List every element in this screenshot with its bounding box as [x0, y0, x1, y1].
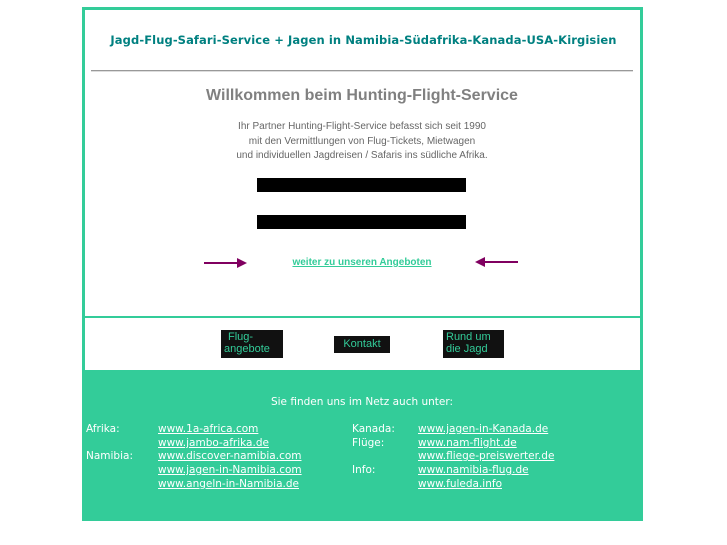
- label-namibia: Namibia:: [86, 450, 133, 462]
- contact-button[interactable]: Kontakt: [334, 336, 390, 353]
- black-banner: [257, 215, 466, 229]
- link-jagen-in-namibia[interactable]: www.jagen-in-Namibia.com: [158, 464, 302, 476]
- intro-line: mit den Vermittlungen von Flug-Tickets, …: [248, 135, 476, 147]
- link-discover-namibia[interactable]: www.discover-namibia.com: [158, 450, 302, 462]
- button-label: die Jagd: [446, 343, 488, 355]
- page-title: Jagd-Flug-Safari-Service + Jagen in Nami…: [110, 33, 617, 47]
- intro-text: Ihr Partner Hunting-Flight-Service befas…: [0, 120, 724, 164]
- link-nam-flight[interactable]: www.nam-flight.de: [418, 437, 517, 449]
- footer-heading: Sie finden uns im Netz auch unter:: [270, 396, 454, 408]
- intro-line: und individuellen Jagdreisen / Safaris i…: [236, 150, 488, 161]
- label-kanada: Kanada:: [352, 423, 395, 435]
- offers-link[interactable]: weiter zu unseren Angeboten: [292, 257, 432, 268]
- black-banner: [257, 178, 466, 192]
- label-afrika: Afrika:: [86, 423, 120, 435]
- link-angeln-in-namibia[interactable]: www.angeln-in-Namibia.de: [158, 478, 299, 490]
- button-label: Rund um: [446, 331, 491, 343]
- button-label: Flug-: [228, 331, 254, 343]
- link-fliege-preiswerter[interactable]: www.fliege-preiswerter.de: [418, 450, 555, 462]
- link-jambo-afrika[interactable]: www.jambo-afrika.de: [158, 437, 269, 449]
- footer-panel: [83, 370, 640, 521]
- link-jagen-in-kanada[interactable]: www.jagen-in-Kanada.de: [418, 423, 549, 435]
- hunting-info-button[interactable]: Rund um die Jagd: [443, 330, 504, 358]
- flight-offers-button[interactable]: Flug- angebote: [221, 330, 283, 358]
- link-1a-africa[interactable]: www.1a-africa.com: [158, 423, 259, 435]
- arrow-right-icon: [204, 258, 247, 268]
- nav-divider: [84, 316, 641, 318]
- label-info: Info:: [352, 464, 376, 476]
- link-namibia-flug[interactable]: www.namibia-flug.de: [418, 464, 529, 476]
- arrow-left-icon: [475, 257, 518, 267]
- link-fuleda[interactable]: www.fuleda.info: [418, 478, 502, 490]
- label-fluege: Flüge:: [352, 437, 385, 449]
- button-label: angebote: [224, 343, 270, 355]
- welcome-heading: Willkommen beim Hunting-Flight-Service: [206, 87, 518, 104]
- divider: [91, 70, 633, 72]
- intro-line: Ihr Partner Hunting-Flight-Service befas…: [238, 121, 486, 132]
